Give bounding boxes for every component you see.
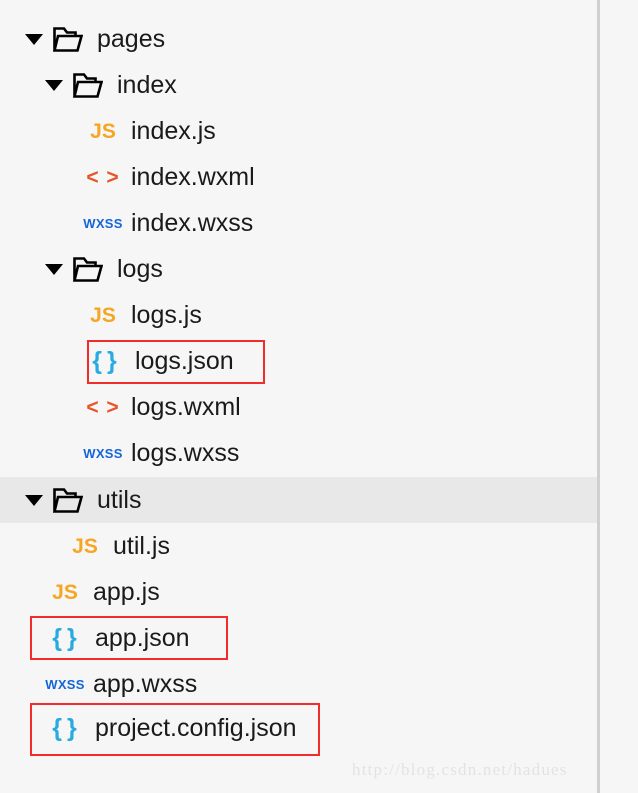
- tree-node-label: logs: [117, 254, 163, 283]
- tree-node-label: logs.wxss: [131, 438, 240, 467]
- tree-row-file-index-js[interactable]: JS index.js: [0, 108, 597, 154]
- folder-open-icon: [53, 27, 83, 52]
- watermark-text: http://blog.csdn.net/hadues: [352, 760, 568, 779]
- tree-row-folder-index[interactable]: index: [0, 62, 597, 108]
- tree-node-label: util.js: [113, 531, 170, 560]
- file-tree-panel[interactable]: pages index JS index.js < > index.wxml W…: [0, 0, 597, 793]
- tree-node-label: index.wxml: [131, 162, 255, 191]
- caret-down-icon[interactable]: [45, 79, 63, 91]
- tree-node-label: pages: [97, 24, 166, 53]
- js-file-icon: JS: [90, 119, 116, 143]
- tree-node-label: app.js: [93, 577, 160, 606]
- tree-row-folder-logs[interactable]: logs: [0, 246, 597, 292]
- caret-down-icon[interactable]: [45, 263, 63, 275]
- tree-row-file-index-wxml[interactable]: < > index.wxml: [0, 154, 597, 200]
- tree-row-file-logs-json[interactable]: { } logs.json: [0, 338, 597, 384]
- tree-node-label: project.config.json: [95, 713, 297, 742]
- folder-open-icon: [73, 257, 103, 282]
- caret-down-icon[interactable]: [25, 494, 43, 506]
- tree-row-file-index-wxss[interactable]: WXSS index.wxss: [0, 200, 597, 246]
- editor-pane: [600, 0, 638, 793]
- tree-row-file-project-config-json[interactable]: { } project.config.json: [0, 705, 597, 751]
- tree-node-label: logs.wxml: [131, 392, 241, 421]
- tree-row-file-logs-wxss[interactable]: WXSS logs.wxss: [0, 430, 597, 476]
- tree-node-label: index: [117, 70, 177, 99]
- panel-divider[interactable]: [597, 0, 600, 793]
- tree-row-file-logs-wxml[interactable]: < > logs.wxml: [0, 384, 597, 430]
- json-file-icon: { }: [92, 346, 116, 375]
- tree-node-label: app.json: [95, 623, 190, 652]
- tree-row-file-app-json[interactable]: { } app.json: [0, 615, 597, 661]
- js-file-icon: JS: [52, 580, 78, 604]
- wxss-file-icon: WXSS: [83, 445, 123, 461]
- tree-node-label: index.wxss: [131, 208, 254, 237]
- json-file-icon: { }: [52, 713, 76, 742]
- tree-node-label: utils: [97, 485, 142, 514]
- tree-row-folder-utils[interactable]: utils: [0, 477, 597, 523]
- wxss-file-icon: WXSS: [83, 215, 123, 231]
- folder-open-icon: [53, 488, 83, 513]
- tree-row-file-logs-js[interactable]: JS logs.js: [0, 292, 597, 338]
- tree-node-label: index.js: [131, 116, 216, 145]
- js-file-icon: JS: [90, 303, 116, 327]
- wxml-file-icon: < >: [86, 165, 120, 189]
- tree-node-label: logs.js: [131, 300, 202, 329]
- tree-row-file-util-js[interactable]: JS util.js: [0, 523, 597, 569]
- folder-open-icon: [73, 73, 103, 98]
- json-file-icon: { }: [52, 623, 76, 652]
- tree-row-file-app-js[interactable]: JS app.js: [0, 569, 597, 615]
- js-file-icon: JS: [72, 534, 98, 558]
- wxml-file-icon: < >: [86, 395, 120, 419]
- wxss-file-icon: WXSS: [45, 676, 85, 692]
- tree-row-folder-pages[interactable]: pages: [0, 16, 597, 62]
- tree-node-label: app.wxss: [93, 669, 198, 698]
- caret-down-icon[interactable]: [25, 33, 43, 45]
- tree-node-label: logs.json: [135, 346, 234, 375]
- tree-row-file-app-wxss[interactable]: WXSS app.wxss: [0, 661, 597, 707]
